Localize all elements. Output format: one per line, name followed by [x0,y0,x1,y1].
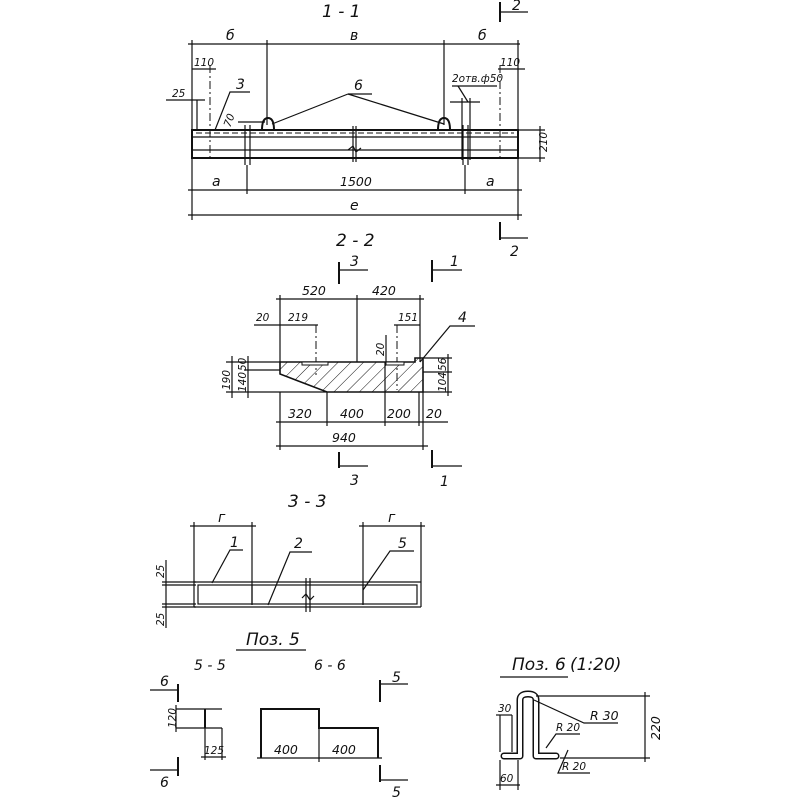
lifting-loop-right [437,116,451,131]
dim-104: 104 [437,372,449,392]
dim-20-vert: 20 [375,342,387,356]
cut-5-bottom: 5 [392,785,401,800]
callout-5: 5 [398,536,407,552]
dim-70: 70 [222,112,238,129]
dim-chain-top: б в б [188,28,520,130]
dim-110-right: 110 [500,57,520,69]
dim-20-bottom: 20 [426,406,442,421]
poz-6-title: Поз. 6 [512,655,566,675]
dim-v: в [350,28,358,44]
dim-420: 420 [372,283,396,298]
dim-56: 56 [437,357,449,371]
dim-320: 320 [288,406,312,421]
dim-110-left: 110 [194,57,214,69]
dim-940: 940 [332,430,356,445]
cut-1-bottom: 1 [440,474,449,490]
dim-140: 140 [237,372,249,392]
radius-20-top: R 20 [556,722,580,734]
poz-5-title: Поз. 5 [246,630,300,650]
view-6-6-label: 6 - 6 [314,658,346,674]
dim-200: 200 [387,406,411,421]
dim-25: 25 [172,88,186,100]
dim-25-bottom: 25 [155,612,167,626]
dim-220: 220 [648,716,663,740]
dim-a-left: a [212,174,221,190]
dim-50: 50 [237,357,249,371]
dim-1500: 1500 [340,174,372,189]
dim-190: 190 [221,370,233,390]
cut-label: 2 [510,244,519,260]
dim-e-overall: e [350,198,359,214]
dim-210: 210 [538,132,550,152]
lifting-loop-left [261,116,275,131]
callout-2: 2 [294,536,303,552]
dim-219: 219 [288,312,308,324]
dim-400-right: 400 [332,742,356,757]
dim-g-right: г [388,510,396,526]
cut-label: 2 [512,0,521,14]
beam-plan [193,578,422,612]
dim-60: 60 [500,773,514,785]
view-5-5-label: 5 - 5 [194,658,226,674]
beam-elevation [191,125,519,165]
dim-400-left: 400 [274,742,298,757]
section-1-1-title: 1 - 1 [322,2,361,22]
holes-note: 2отв.ф50 [452,73,503,85]
dim-b-left: б [226,28,235,44]
cut-6-bottom: 6 [160,775,169,791]
cut-5-top: 5 [392,670,401,686]
cut-3-bottom: 3 [350,473,359,489]
cut-marker-2-top: 2 [499,0,528,22]
poz-6: Поз. 6 (1:20) 220 30 60 R 30 R 20 R 20 [496,655,663,790]
dim-a-right: a [486,174,495,190]
section-1-1: 1 - 1 2 б в б 110 110 25 3 [166,0,550,260]
dim-20-top: 20 [256,312,270,324]
section-3-3: 3 - 3 г г 1 2 5 [155,492,425,628]
callout-1: 1 [230,535,239,551]
callout-3: 3 [236,77,245,93]
dim-120: 120 [167,708,179,728]
dim-520: 520 [302,283,326,298]
dim-b-right: б [478,28,487,44]
dim-151: 151 [398,312,418,324]
cut-3-top: 3 [350,254,359,270]
view-6-6-profile [257,708,382,762]
cut-1-top: 1 [450,254,459,270]
radius-30: R 30 [590,708,619,723]
callout-6: 6 [354,78,363,94]
cut-6-top: 6 [160,674,169,690]
view-5-5-profile [175,705,226,760]
dim-400: 400 [340,406,364,421]
dim-25-top: 25 [155,564,167,578]
poz-6-scale: (1:20) [570,655,621,675]
radius-20-bottom: R 20 [562,761,586,773]
cut-marker-2-bottom: 2 [499,222,528,260]
dim-30: 30 [498,703,512,715]
callout-4: 4 [458,310,467,326]
section-2-2-title: 2 - 2 [336,231,375,251]
poz-5: Поз. 5 5 - 5 6 - 6 6 6 120 125 400 [150,630,408,800]
beam-cross-section [279,357,424,393]
section-2-2: 2 - 2 3 1 520 420 20 219 151 20 4 [221,231,475,490]
section-3-3-title: 3 - 3 [288,492,327,512]
dim-g-left: г [218,510,226,526]
dim-125: 125 [204,745,224,757]
